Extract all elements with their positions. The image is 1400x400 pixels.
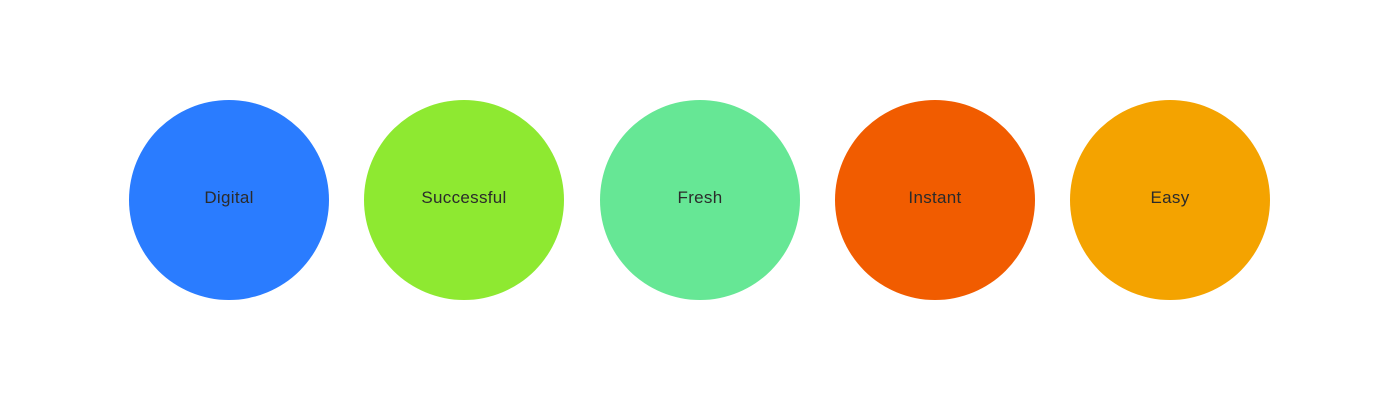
circle-label: Successful [421, 188, 507, 207]
circle-label: Instant [908, 188, 962, 207]
circle-fresh: Fresh [600, 100, 800, 300]
circle-successful: Successful [364, 100, 564, 300]
circle-digital: Digital [129, 100, 329, 300]
circle-label: Easy [1150, 188, 1190, 207]
circle-instant: Instant [835, 100, 1035, 300]
circle-label: Digital [204, 188, 254, 207]
circle-easy: Easy [1070, 100, 1270, 300]
circle-label: Fresh [677, 188, 723, 207]
